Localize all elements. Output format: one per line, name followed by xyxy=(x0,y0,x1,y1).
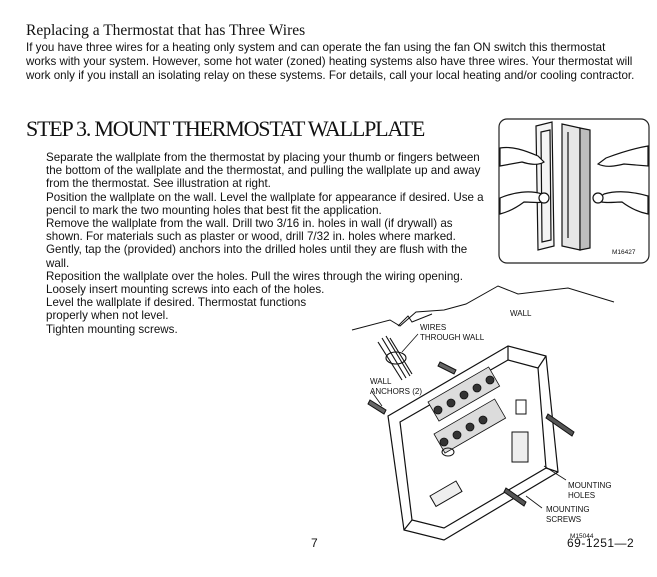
terminal-blocks xyxy=(427,366,507,454)
label-wires: WIRES xyxy=(420,323,446,332)
wallplate xyxy=(387,345,559,541)
wires-bundle xyxy=(377,335,413,381)
step-line-4: Reposition the wallplate over the holes.… xyxy=(46,269,463,283)
label-through-wall: THROUGH WALL xyxy=(420,333,485,342)
wallplate-separation-illustration: M16427 xyxy=(498,118,650,264)
mounting-screw-icon xyxy=(503,413,575,507)
step-line-2: Position the wallplate on the wall. Leve… xyxy=(46,190,484,217)
wall-opening xyxy=(397,313,433,327)
figure-code: M15044 xyxy=(570,533,594,540)
step-line-6: Level the wallplate if desired. Thermost… xyxy=(46,296,307,323)
label-wall-anchors-1: WALL xyxy=(370,377,392,386)
wall-anchor-icon xyxy=(367,361,457,415)
document-code: 69-1251—2 xyxy=(567,536,635,550)
label-mounting-holes-2: HOLES xyxy=(568,491,595,500)
wall-edge xyxy=(351,285,615,331)
intro-paragraph: If you have three wires for a heating on… xyxy=(26,41,635,82)
label-wall-anchors-2: ANCHORS (2) xyxy=(370,387,422,396)
right-hand xyxy=(592,145,649,215)
wallplate-mounting-illustration: WALL WIRES THROUGH WALL WALL ANCHORS (2)… xyxy=(351,285,615,541)
step-instructions: Separate the wallplate from the thermost… xyxy=(46,151,491,336)
label-mounting-holes-1: MOUNTING xyxy=(568,481,612,490)
wiring-opening xyxy=(429,399,529,508)
section-heading: Replacing a Thermostat that has Three Wi… xyxy=(26,22,306,39)
thermostat-body xyxy=(535,121,591,251)
step-line-3: Remove the wallplate from the wall. Dril… xyxy=(46,217,468,270)
left-hand xyxy=(499,146,550,215)
callout-lines xyxy=(371,333,567,509)
step-line-1: Separate the wallplate from the thermost… xyxy=(46,151,481,191)
step-line-7: Tighten mounting screws. xyxy=(46,322,178,336)
page-number: 7 xyxy=(311,536,318,550)
label-mounting-screws-1: MOUNTING xyxy=(546,505,590,514)
figure-code: M16427 xyxy=(612,249,636,256)
label-mounting-screws-2: SCREWS xyxy=(546,515,581,524)
step-heading: STEP 3. MOUNT THERMOSTAT WALLPLATE xyxy=(26,116,425,141)
step-line-5: Loosely insert mounting screws into each… xyxy=(46,283,325,297)
label-wall: WALL xyxy=(510,309,532,318)
